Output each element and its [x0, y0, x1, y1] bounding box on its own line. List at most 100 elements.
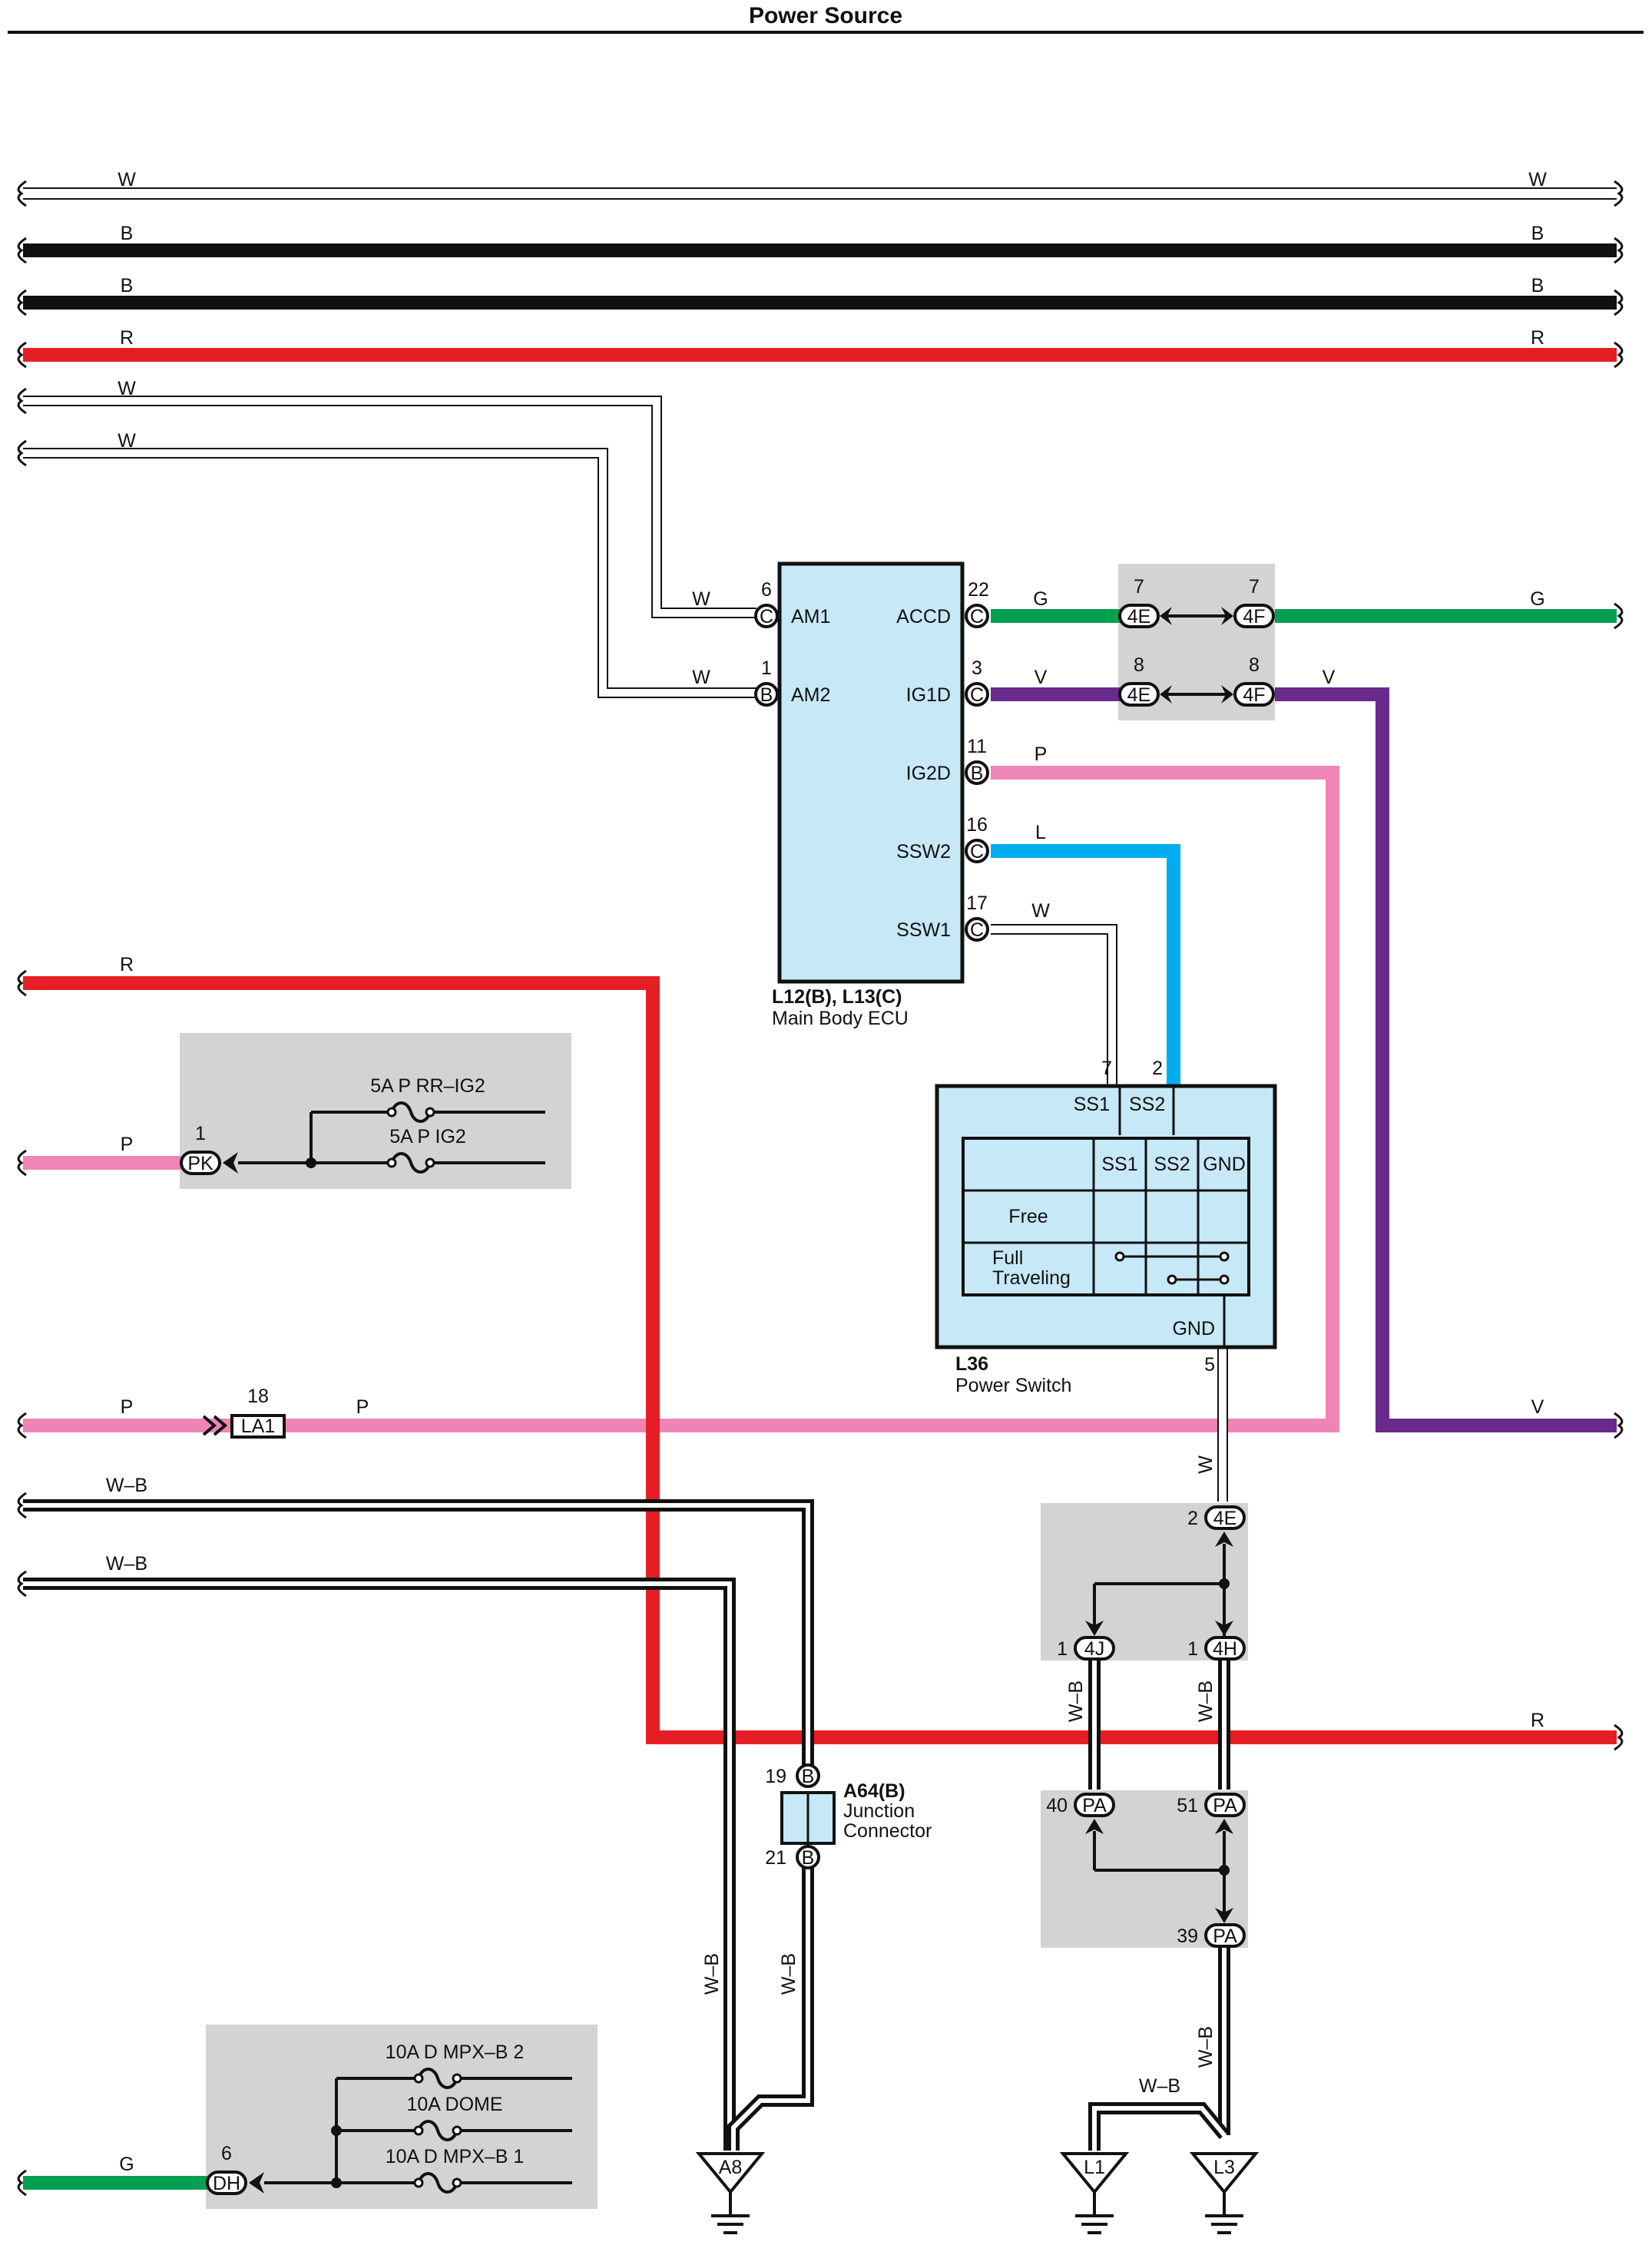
- svg-text:G: G: [119, 2154, 134, 2175]
- svg-text:11: 11: [967, 736, 987, 757]
- svg-text:2: 2: [1187, 1508, 1198, 1529]
- fuse-box-mpx: [206, 2025, 598, 2209]
- svg-text:R: R: [1531, 1710, 1544, 1731]
- svg-text:W–B: W–B: [106, 1553, 147, 1575]
- main-body-ecu: [777, 561, 965, 984]
- svg-text:4E: 4E: [1127, 684, 1151, 706]
- svg-text:40: 40: [1046, 1795, 1068, 1816]
- svg-text:4H: 4H: [1213, 1638, 1237, 1660]
- svg-text:8: 8: [1249, 654, 1260, 676]
- ecu-name: Main Body ECU: [772, 1008, 909, 1029]
- svg-text:L36: L36: [955, 1353, 988, 1375]
- wire-wb-junction-out: [727, 1866, 814, 2151]
- svg-text:1: 1: [1187, 1638, 1198, 1660]
- svg-text:B: B: [971, 763, 984, 784]
- svg-text:R: R: [120, 327, 134, 349]
- wire-wb1: [23, 1499, 814, 1767]
- svg-text:L1: L1: [1084, 2157, 1105, 2178]
- svg-text:DH: DH: [213, 2173, 240, 2194]
- svg-text:L: L: [1035, 822, 1046, 843]
- wire-wb2: [23, 1578, 736, 2151]
- svg-text:7: 7: [1249, 576, 1260, 598]
- svg-text:Free: Free: [1008, 1206, 1048, 1227]
- svg-text:Junction: Junction: [843, 1800, 915, 1822]
- svg-text:A8: A8: [719, 2157, 743, 2178]
- svg-text:W: W: [1031, 900, 1050, 922]
- svg-text:P: P: [121, 1396, 134, 1418]
- svg-text:W: W: [1528, 169, 1547, 190]
- wire-w2-am1: [23, 396, 756, 618]
- svg-text:Connector: Connector: [843, 1820, 932, 1842]
- svg-text:W: W: [118, 430, 136, 452]
- svg-text:W: W: [692, 667, 710, 688]
- fuse-box-ig2-content: PK 1 5A P RR–IG2 5A P IG2: [180, 1075, 545, 1175]
- svg-text:3: 3: [972, 657, 982, 679]
- svg-text:C: C: [970, 841, 984, 863]
- ecu-pin-ssw1: C 17 SSW1: [896, 892, 989, 942]
- svg-text:IG2D: IG2D: [906, 763, 951, 784]
- svg-text:18: 18: [247, 1386, 269, 1407]
- svg-text:SSW2: SSW2: [896, 841, 951, 863]
- svg-text:7: 7: [1134, 576, 1144, 598]
- svg-text:5A P IG2: 5A P IG2: [389, 1126, 466, 1147]
- svg-text:R: R: [120, 954, 134, 975]
- svg-text:B: B: [802, 1847, 815, 1869]
- wire-w-ssw1: [991, 924, 1117, 1087]
- svg-text:C: C: [970, 684, 984, 706]
- page-title: Power Source: [749, 3, 902, 28]
- ecu-label: L12(B), L13(C): [772, 986, 902, 1008]
- svg-text:W: W: [692, 588, 710, 610]
- svg-text:5A P RR–IG2: 5A P RR–IG2: [370, 1075, 485, 1097]
- ground-l3: L3: [1189, 2152, 1260, 2234]
- wire-w3-am2: [23, 448, 756, 698]
- ecu-pin-ig1d: C 3 IG1D: [906, 657, 989, 707]
- svg-text:W–B: W–B: [1195, 2026, 1217, 2068]
- svg-text:2: 2: [1152, 1058, 1163, 1079]
- svg-text:B: B: [1531, 223, 1544, 244]
- svg-text:4E: 4E: [1213, 1508, 1237, 1529]
- svg-text:W: W: [118, 378, 136, 399]
- svg-text:SS2: SS2: [1154, 1154, 1190, 1175]
- svg-text:A64(B): A64(B): [843, 1780, 905, 1802]
- svg-text:L3: L3: [1213, 2157, 1235, 2178]
- svg-text:LA1: LA1: [241, 1416, 275, 1437]
- svg-text:V: V: [1323, 667, 1336, 688]
- svg-text:P: P: [121, 1134, 134, 1155]
- ecu-pin-ssw2: C 16 SSW2: [896, 814, 989, 863]
- svg-text:V: V: [1531, 1396, 1544, 1418]
- svg-text:B: B: [1531, 275, 1544, 296]
- svg-text:C: C: [760, 606, 773, 627]
- svg-text:SS1: SS1: [1074, 1094, 1110, 1115]
- wire-r2: [23, 976, 1617, 1744]
- svg-text:W: W: [1195, 1455, 1217, 1474]
- svg-text:B: B: [802, 1766, 815, 1787]
- svg-text:G: G: [1033, 588, 1048, 610]
- ground-l1: L1: [1059, 2152, 1130, 2234]
- svg-text:B: B: [121, 223, 134, 244]
- svg-text:7: 7: [1101, 1058, 1112, 1079]
- jb-ground-connectors: 4E 2 4J 1 4H 1: [1057, 1505, 1246, 1661]
- svg-text:PK: PK: [187, 1153, 214, 1174]
- svg-text:SS1: SS1: [1101, 1154, 1137, 1175]
- svg-text:39: 39: [1177, 1926, 1198, 1947]
- wire-v-out: [1275, 687, 1617, 1432]
- ecu-pin-ig2d: B 11 IG2D: [906, 736, 989, 785]
- svg-text:V: V: [1035, 667, 1048, 688]
- svg-text:PA: PA: [1213, 1926, 1237, 1947]
- svg-text:17: 17: [966, 892, 988, 914]
- fuse-box-mpx-content: DH 6 10A D MPX–B 2 10A DOME 10A D MPX–B …: [206, 2041, 572, 2195]
- svg-text:W–B: W–B: [1139, 2075, 1180, 2097]
- svg-text:4J: 4J: [1084, 1638, 1104, 1660]
- svg-text:6: 6: [761, 579, 772, 601]
- jb-4e-4f-row2: 4E 4F 8 8: [1118, 654, 1275, 707]
- svg-text:P: P: [1035, 743, 1048, 765]
- svg-text:GND: GND: [1172, 1318, 1215, 1339]
- svg-text:P: P: [356, 1396, 369, 1418]
- ecu-pin-am2: B 1 AM2: [754, 657, 830, 707]
- svg-text:Power Switch: Power Switch: [955, 1375, 1071, 1396]
- ecu-pin-am1: C 6 AM1: [754, 579, 830, 628]
- svg-text:51: 51: [1177, 1795, 1198, 1816]
- svg-text:10A DOME: 10A DOME: [406, 2094, 502, 2115]
- svg-text:B: B: [760, 684, 773, 706]
- svg-text:21: 21: [765, 1847, 786, 1869]
